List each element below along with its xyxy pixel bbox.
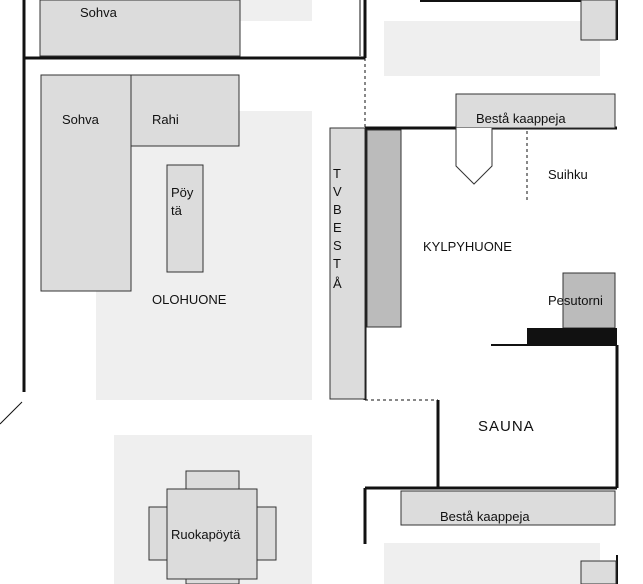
living-room-label: OLOHUONE [152,292,227,307]
washer-tower [562,272,616,329]
shower-label: Suihku [548,167,588,182]
cabinets-top-label: Bestå kaappeja [476,111,566,126]
cabinets-bottom [400,490,616,526]
cabinets-bottom-label: Bestå kaappeja [440,509,530,524]
sofa-label: Sohva [62,112,100,127]
chair-bottom [185,578,240,584]
cabinets-top [455,93,616,129]
dining-set: Ruokapöytä [148,470,277,584]
sofa-top-label: Sohva [80,5,118,20]
tv-besta-letter: B [333,202,342,217]
dining-table [166,488,258,580]
bench [527,328,617,345]
ottoman-label: Rahi [152,112,179,127]
sauna-label: SAUNA [478,418,535,435]
washer-tower-label: Pesutorni [548,293,603,308]
bathroom-label: KYLPYHUONE [423,239,512,254]
tv-besta-letter: S [333,238,342,253]
dining-table-label: Ruokapöytä [171,527,241,542]
top-rug [240,0,312,21]
bathroom-cabinet [366,129,402,328]
bottom-left-wall [0,401,23,425]
coffee-table [166,164,204,273]
sofa-top [39,0,241,57]
top-right-rug [384,21,600,76]
living-room-rug [96,111,312,400]
chair-top [185,470,240,491]
coffee-table-label-2: tä [171,203,183,218]
tv-besta-letter: T [333,256,341,271]
tv-besta [329,127,366,400]
tv-besta-label: T V B E S T Å [333,166,342,291]
chair-left [148,506,169,561]
door-openings [364,58,528,401]
sofa [40,74,132,292]
bottom-right-rug [384,543,600,584]
tv-besta-letter: E [333,220,342,235]
chair-right [256,506,277,561]
sink [455,128,493,185]
top-right-cabinet [580,0,617,41]
ottoman [130,74,240,147]
bottom-right-cabinet [580,560,617,584]
tv-besta-letter: T [333,166,341,181]
coffee-table-label-1: Pöy [171,185,194,200]
tv-besta-letter: V [333,184,342,199]
tv-besta-letter: Å [333,276,342,291]
